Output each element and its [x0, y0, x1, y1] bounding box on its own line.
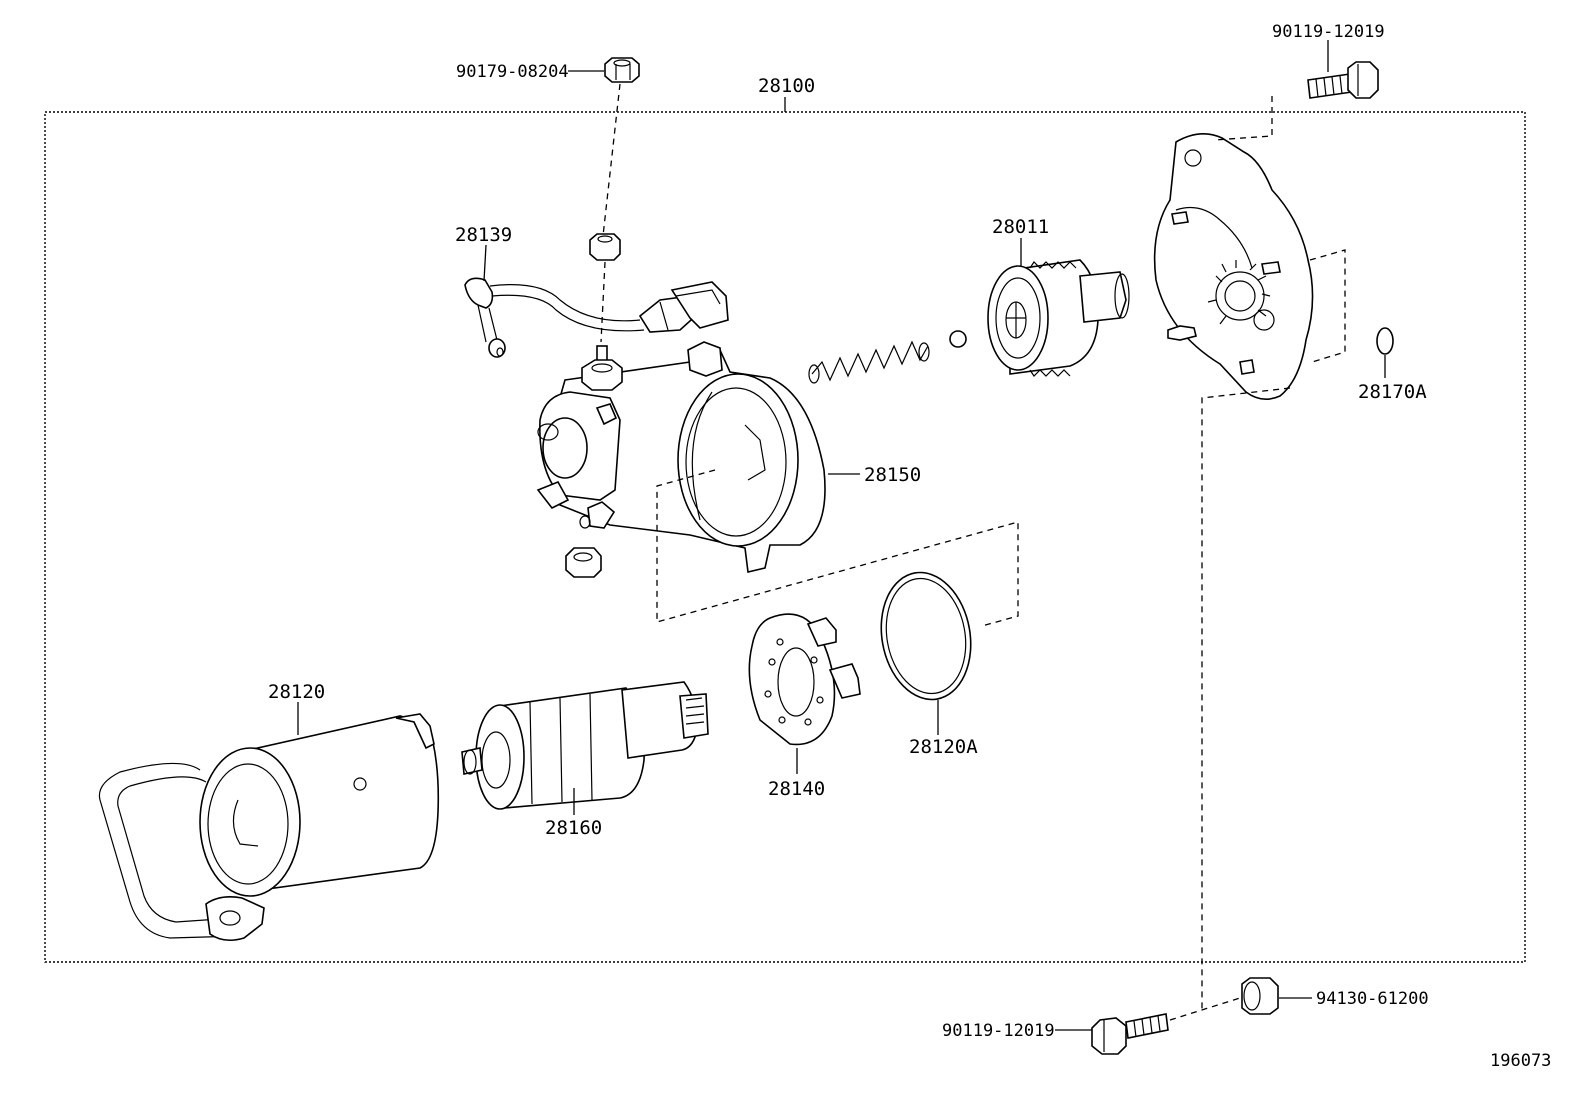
nut-90179-08204	[604, 57, 640, 83]
callout-drive-gear: 28011	[992, 216, 1049, 238]
housing-28150	[536, 341, 826, 573]
bolt-90119-12019-bottom	[1091, 1013, 1169, 1055]
bolt-90119-12019-top	[1307, 61, 1379, 99]
callout-nut-top: 90179-08204	[456, 62, 569, 82]
figure-number: 196073	[1490, 1051, 1551, 1071]
callout-brush-holder: 28140	[768, 778, 825, 800]
housing-nut	[565, 547, 602, 578]
o-ring-28170A	[1376, 327, 1394, 355]
callout-yoke: 28120	[268, 681, 325, 703]
callout-housing: 28150	[864, 464, 921, 486]
return-spring	[808, 340, 930, 384]
callout-gasket: 28120A	[909, 736, 978, 758]
drive-end-housing	[1153, 133, 1314, 400]
nut-94130-61200	[1241, 977, 1279, 1015]
callout-lead-wire: 28139	[455, 224, 512, 246]
armature-28160	[461, 681, 709, 810]
stud-nut	[589, 233, 621, 261]
callout-nut-bottom: 94130-61200	[1316, 989, 1429, 1009]
callout-bolt-bottom: 90119-12019	[942, 1021, 1055, 1041]
callout-o-ring: 28170A	[1358, 381, 1427, 403]
callout-bolt-top-right: 90119-12019	[1272, 22, 1385, 42]
steel-ball	[949, 330, 967, 348]
gasket-28120A	[880, 571, 972, 701]
lead-wire-28139	[464, 277, 729, 358]
drive-gear-28011	[987, 259, 1130, 377]
callout-armature: 28160	[545, 817, 602, 839]
yoke-28120	[98, 713, 440, 942]
assembly-label: 28100	[758, 75, 815, 97]
brush-holder-28140	[748, 613, 861, 746]
